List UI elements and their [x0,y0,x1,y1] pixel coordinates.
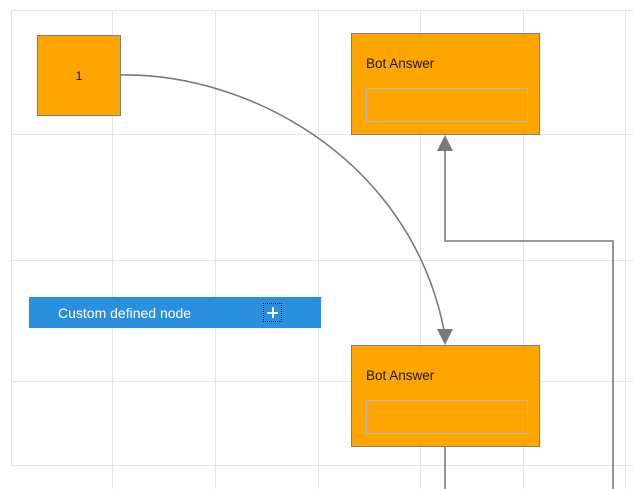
node-bot-answer-top[interactable]: Bot Answer [351,33,540,135]
node-start-label: 1 [75,68,83,83]
edge-bot-answer-bottom-to-top [444,150,614,489]
node-start[interactable]: 1 [37,35,121,116]
custom-defined-node-button[interactable]: Custom defined node [29,297,321,328]
node-bot-answer-top-title: Bot Answer [366,56,435,71]
plus-icon[interactable] [263,303,282,322]
arrowhead-down-icon [437,329,453,345]
node-bot-answer-top-slot[interactable] [366,88,528,122]
arrowhead-up-icon [437,135,453,151]
node-bot-answer-bottom[interactable]: Bot Answer [351,345,540,447]
node-bot-answer-bottom-slot[interactable] [366,400,528,434]
custom-defined-node-label: Custom defined node [58,304,192,321]
edge-node1-to-bot-answer-bottom [120,74,445,331]
node-bot-answer-bottom-title: Bot Answer [366,368,435,383]
